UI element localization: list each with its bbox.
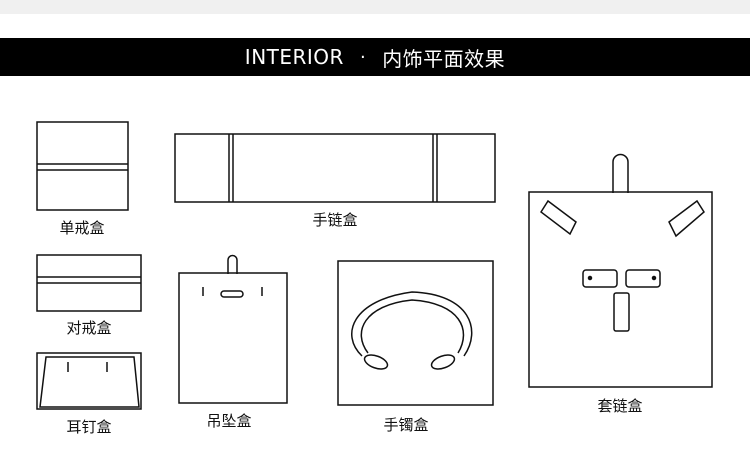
earring-box-label: 耳钉盒 xyxy=(66,418,112,436)
set-chain-box-drawing xyxy=(528,153,713,388)
top-strip xyxy=(0,0,750,14)
couple-ring-box-label: 对戒盒 xyxy=(66,319,112,337)
title-en: INTERIOR xyxy=(244,45,344,69)
title-banner: INTERIOR · 内饰平面效果 xyxy=(0,38,750,76)
single-ring-box-label: 单戒盒 xyxy=(59,219,105,237)
single-ring-box-drawing xyxy=(36,121,129,211)
bracelet-box-drawing xyxy=(174,133,496,203)
title-separator: · xyxy=(359,46,367,68)
set-chain-box-label: 套链盒 xyxy=(597,397,643,415)
pendant-box-label: 吊坠盒 xyxy=(206,412,252,430)
couple-ring-box-drawing xyxy=(36,254,142,312)
bangle-box-drawing xyxy=(337,260,494,406)
earring-box-drawing xyxy=(36,352,142,410)
pendant-box-drawing xyxy=(178,254,288,404)
title-cn: 内饰平面效果 xyxy=(382,46,506,71)
bangle-box-label: 手镯盒 xyxy=(383,416,429,434)
bracelet-box-label: 手链盒 xyxy=(312,211,358,229)
